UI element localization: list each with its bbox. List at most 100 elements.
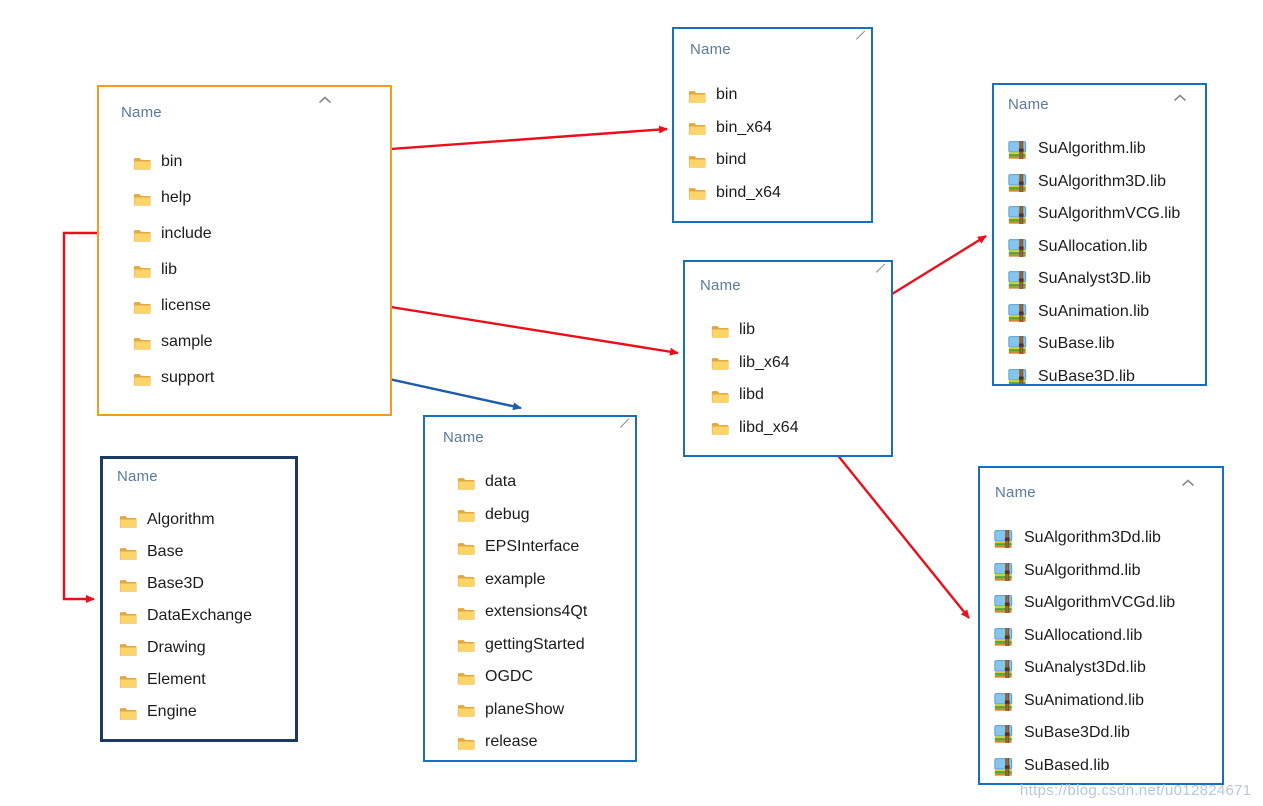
file-row[interactable]: SuBased.lib	[994, 751, 1222, 784]
collapse-chevron-icon[interactable]	[1173, 89, 1187, 107]
file-row[interactable]: SuBase.lib	[1008, 329, 1205, 362]
folder-row[interactable]: libd	[711, 380, 891, 413]
lib-archive-icon	[994, 530, 1014, 549]
file-name: SuBased.lib	[1024, 756, 1110, 774]
folder-row[interactable]: lib	[711, 315, 891, 348]
folder-name: libd_x64	[739, 418, 799, 436]
folder-row[interactable]: support	[133, 361, 390, 397]
lib-archive-icon	[994, 627, 1014, 646]
folder-icon	[688, 154, 706, 169]
file-name: SuAnimation.lib	[1038, 302, 1150, 320]
folder-row[interactable]: license	[133, 289, 390, 325]
folder-row[interactable]: libd_x64	[711, 413, 891, 446]
folder-row[interactable]: Base3D	[119, 569, 295, 601]
folder-row[interactable]: Base	[119, 537, 295, 569]
folder-name: support	[161, 369, 215, 386]
file-row[interactable]: SuAllocationd.lib	[994, 621, 1222, 654]
folder-icon	[119, 578, 137, 593]
file-row[interactable]: SuAnalyst3D.lib	[1008, 264, 1205, 297]
file-row[interactable]: SuAnimation.lib	[1008, 297, 1205, 330]
collapse-chevron-icon[interactable]	[318, 91, 332, 109]
arrow-libdx64-to-debug-libs	[822, 436, 970, 619]
folder-row[interactable]: planeShow	[457, 695, 635, 728]
folder-name: libd	[739, 386, 764, 404]
folder-row[interactable]: Drawing	[119, 633, 295, 665]
column-header-name[interactable]: Name	[700, 277, 741, 294]
folder-icon	[688, 186, 706, 201]
folder-name: release	[485, 733, 538, 751]
folder-row[interactable]: gettingStarted	[457, 630, 635, 663]
lib-archive-icon	[1008, 141, 1028, 160]
folder-row[interactable]: data	[457, 467, 635, 500]
file-row[interactable]: SuAnimationd.lib	[994, 686, 1222, 719]
folder-icon	[119, 546, 137, 561]
folder-row[interactable]: bind_x64	[688, 178, 871, 211]
folder-icon	[119, 706, 137, 721]
file-name: SuAllocation.lib	[1038, 237, 1148, 255]
folder-row[interactable]	[119, 729, 295, 740]
file-row[interactable]: SuAlgorithmVCG.lib	[1008, 199, 1205, 232]
column-header-name[interactable]: Name	[121, 104, 162, 121]
folder-icon	[688, 89, 706, 104]
file-row[interactable]: SuBase3D.lib	[1008, 362, 1205, 385]
file-row[interactable]: SuAnalyst3Dd.lib	[994, 653, 1222, 686]
folder-name: Base	[147, 543, 184, 560]
file-name: SuAlgorithmVCGd.lib	[1024, 594, 1176, 612]
folder-row[interactable]: EPSInterface	[457, 532, 635, 565]
folder-row[interactable]: bind	[688, 145, 871, 178]
lib-archive-icon	[1008, 336, 1028, 355]
folder-row[interactable]: Engine	[119, 697, 295, 729]
folder-name: Algorithm	[147, 511, 215, 528]
folder-name: bind	[716, 151, 747, 169]
folder-row[interactable]: Element	[119, 665, 295, 697]
collapse-chevron-icon[interactable]	[1181, 474, 1195, 492]
lib-archive-icon	[994, 562, 1014, 581]
folder-name: EPSInterface	[485, 538, 580, 556]
folder-row[interactable]: Algorithm	[119, 505, 295, 537]
file-row[interactable]: SuAlgorithm3Dd.lib	[994, 523, 1222, 556]
file-row[interactable]: SuAlgorithmd.lib	[994, 556, 1222, 589]
folder-icon	[457, 703, 475, 718]
folder-row[interactable]: OGDC	[457, 662, 635, 695]
folder-row[interactable]: lib_x64	[711, 348, 891, 381]
column-header-name[interactable]: Name	[995, 484, 1036, 501]
file-name: SuAlgorithm.lib	[1038, 140, 1146, 158]
file-row[interactable]: SuAlgorithm3D.lib	[1008, 167, 1205, 200]
folder-row[interactable]: bin	[688, 80, 871, 113]
collapse-chevron-partial-icon[interactable]	[856, 31, 866, 41]
file-row[interactable]: SuBase3Dd.lib	[994, 718, 1222, 751]
folder-icon	[133, 264, 151, 279]
column-header-name[interactable]: Name	[1008, 96, 1049, 113]
folder-icon	[119, 738, 137, 740]
folder-row[interactable]: sample	[133, 325, 390, 361]
file-name: SuAnimationd.lib	[1024, 691, 1145, 709]
folder-row[interactable]: bin_x64	[688, 113, 871, 146]
column-header-name[interactable]: Name	[443, 429, 484, 446]
column-header-name[interactable]: Name	[117, 468, 158, 485]
watermark-url: https://blog.csdn.net/u012824671	[1020, 782, 1252, 799]
column-header-name[interactable]: Name	[690, 41, 731, 58]
folder-row[interactable]: example	[457, 565, 635, 598]
folder-row[interactable]: include	[133, 217, 390, 253]
collapse-chevron-partial-icon[interactable]	[620, 419, 630, 429]
folder-icon	[119, 674, 137, 689]
folder-row[interactable]: bin	[133, 145, 390, 181]
folder-row[interactable]: lib	[133, 253, 390, 289]
file-row[interactable]: SuAlgorithmVCGd.lib	[994, 588, 1222, 621]
folder-name: example	[485, 570, 546, 588]
folder-row[interactable]: DataExchange	[119, 601, 295, 633]
folder-row[interactable]: release	[457, 727, 635, 760]
file-row[interactable]: SuAlgorithm.lib	[1008, 134, 1205, 167]
collapse-chevron-partial-icon[interactable]	[876, 264, 886, 274]
folder-row[interactable]: extensions4Qt	[457, 597, 635, 630]
folder-name: debug	[485, 505, 530, 523]
file-row[interactable]: SuAllocation.lib	[1008, 232, 1205, 265]
folder-row[interactable]: debug	[457, 500, 635, 533]
folder-row[interactable]: help	[133, 181, 390, 217]
folder-name: bind_x64	[716, 183, 781, 201]
file-name: SuBase3D.lib	[1038, 367, 1135, 385]
folder-icon	[688, 121, 706, 136]
